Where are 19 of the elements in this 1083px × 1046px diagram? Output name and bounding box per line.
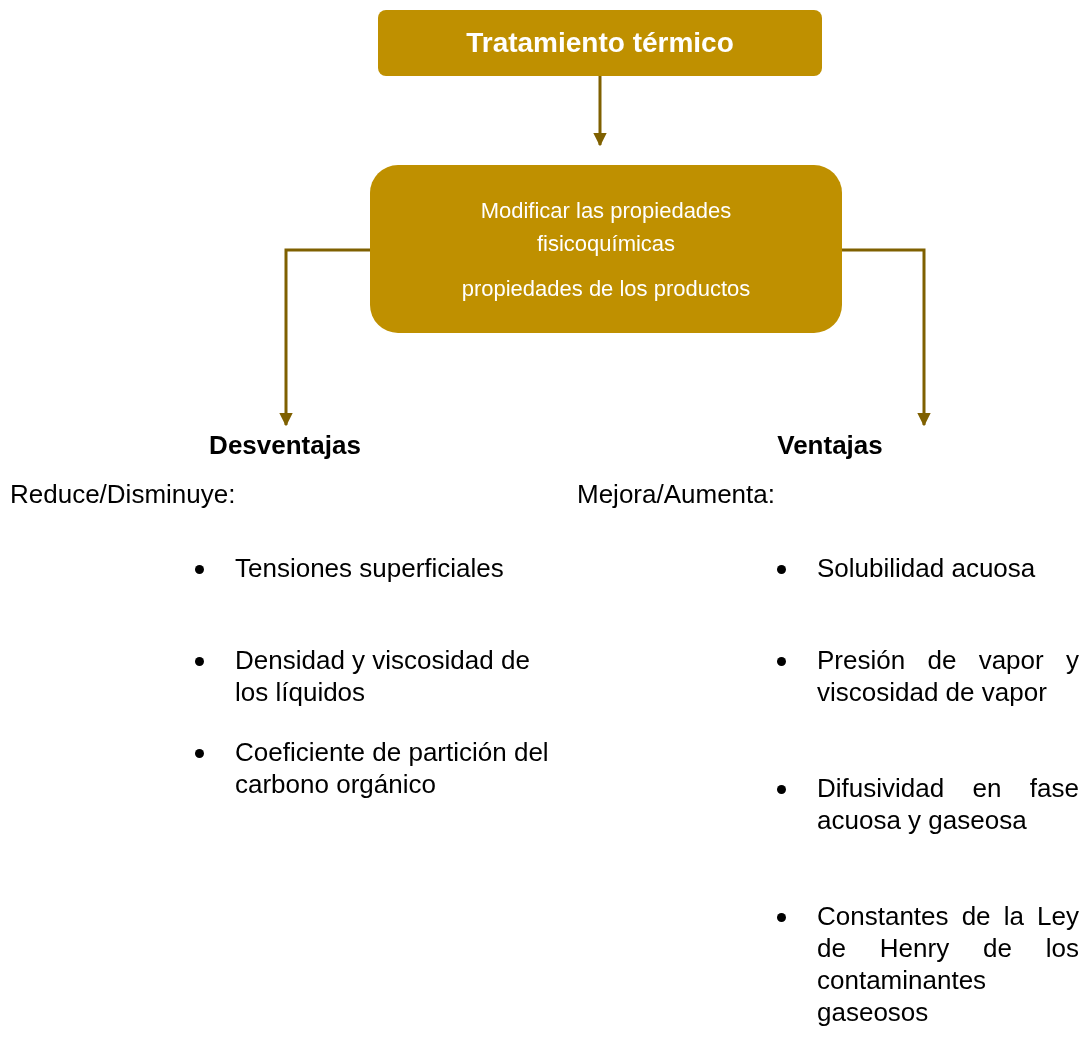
process-box <box>370 165 842 333</box>
intro-text: Reduce/Disminuye: <box>10 478 237 510</box>
list-item: Tensiones superficiales <box>235 552 505 584</box>
node-text: Tratamiento térmico <box>466 26 734 60</box>
list-item: Solubilidad acuosa <box>817 552 1037 584</box>
arrow <box>593 76 607 147</box>
list-item: Constantes de la Ley de Henry de los contaminantes gaseosos <box>817 900 1079 1028</box>
arrow <box>279 248 370 427</box>
process-box <box>378 10 822 76</box>
intro-text: Mejora/Aumenta: <box>577 478 776 510</box>
list-item: Coeficiente de partición del carbono orgánico <box>235 736 550 800</box>
list-item: Presión de vapor y viscosidad de vapor <box>817 644 1079 708</box>
node-text: propiedades de los productos <box>461 274 751 303</box>
node-text: Modificar las propiedades fisicoquímicas <box>479 196 733 258</box>
node-text: Ventajas <box>777 428 883 462</box>
arrow <box>842 248 931 427</box>
list-item: Densidad y viscosidad de los líquidos <box>235 644 531 708</box>
list-item: Difusividad en fase acuosa y gaseosa <box>817 772 1079 836</box>
node-text: Desventajas <box>209 428 361 462</box>
